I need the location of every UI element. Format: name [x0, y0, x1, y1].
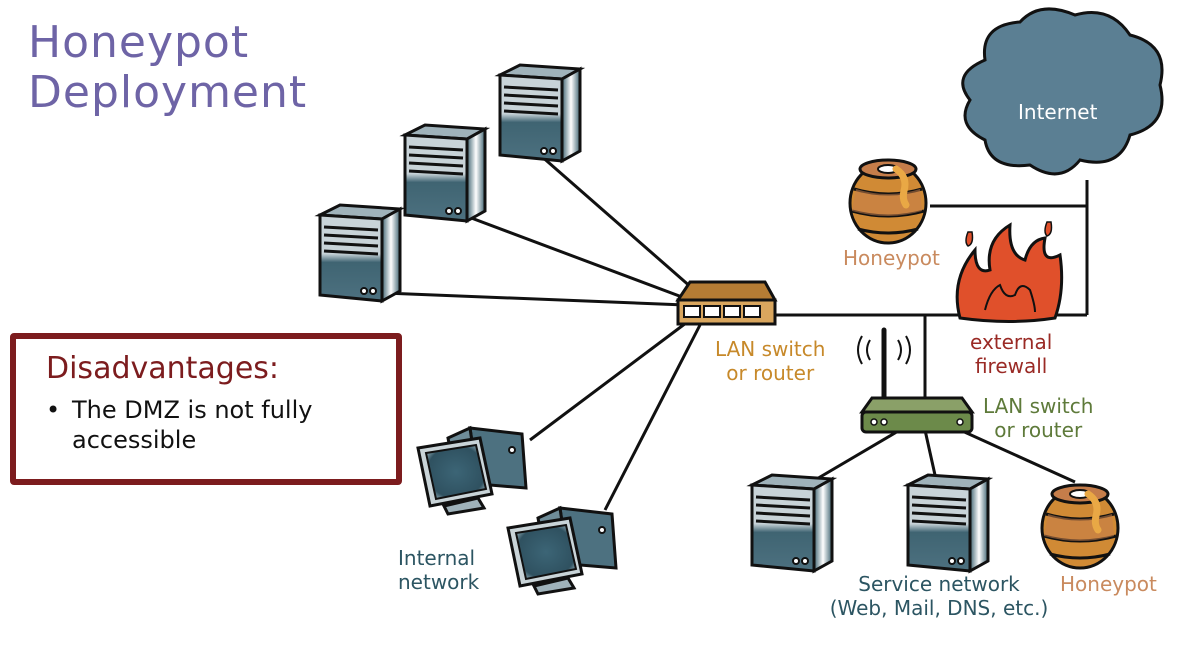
internal-network-label-line-2: network [398, 570, 480, 594]
cloud-icon [961, 7, 1164, 176]
title-line-2: Deployment [28, 67, 308, 118]
service-network-label-line-1: Service network [858, 572, 1020, 596]
link-pc-1 [529, 318, 691, 442]
link-pc-2 [603, 324, 702, 511]
server-icon [318, 203, 402, 303]
link-server-2 [449, 208, 691, 302]
lan-switch-service-label: LAN switch or router [983, 394, 1093, 442]
service-network-label-line-2: (Web, Mail, DNS, etc.) [829, 596, 1049, 620]
honeypot-service-label: Honeypot [1060, 572, 1157, 596]
disadvantages-heading: Disadvantages: [46, 351, 280, 386]
lan-switch-main-label: LAN switch or router [715, 337, 825, 385]
honeypot-external-label: Honeypot [843, 246, 940, 270]
honey-pot-icon [850, 160, 926, 243]
lan-switch-main-label-line-1: LAN switch [715, 337, 826, 361]
bullet-icon: • [46, 396, 61, 424]
link-service-server-2 [923, 429, 937, 476]
fire-icon [955, 221, 1064, 323]
link-service-server-1 [814, 428, 901, 482]
honey-pot-icon [1042, 485, 1118, 568]
switch-icon [675, 280, 778, 326]
server-icon [906, 473, 990, 573]
firewall-label-line-1: external [970, 330, 1053, 354]
firewall-label: external firewall [970, 330, 1052, 378]
internal-network-label-line-1: Internal [398, 546, 476, 570]
lan-switch-service-label-line-1: LAN switch [983, 394, 1094, 418]
desktop-computer-icon [416, 426, 528, 516]
service-network-label: Service network (Web, Mail, DNS, etc.) [814, 572, 1064, 620]
lan-switch-service-label-line-2: or router [994, 418, 1083, 442]
link-server-3 [359, 290, 686, 307]
server-icon [498, 63, 582, 163]
disadvantage-text: The DMZ is not fully accessible [72, 396, 313, 454]
link-server-1 [539, 153, 701, 297]
disadvantages-box: Disadvantages: • The DMZ is not fully ac… [10, 333, 402, 485]
page-title: Honeypot Deployment [28, 18, 307, 118]
wireless-router-icon [857, 327, 975, 434]
internal-network-label: Internal network [398, 546, 479, 594]
title-line-1: Honeypot [28, 17, 250, 68]
lan-switch-main-label-line-2: or router [726, 361, 815, 385]
link-service-honeypot [959, 428, 1076, 484]
server-icon [750, 473, 834, 573]
server-icon [403, 123, 487, 223]
firewall-label-line-2: firewall [974, 354, 1048, 378]
desktop-computer-icon [506, 506, 618, 596]
connections [359, 153, 1089, 511]
internet-label: Internet [1018, 100, 1098, 124]
